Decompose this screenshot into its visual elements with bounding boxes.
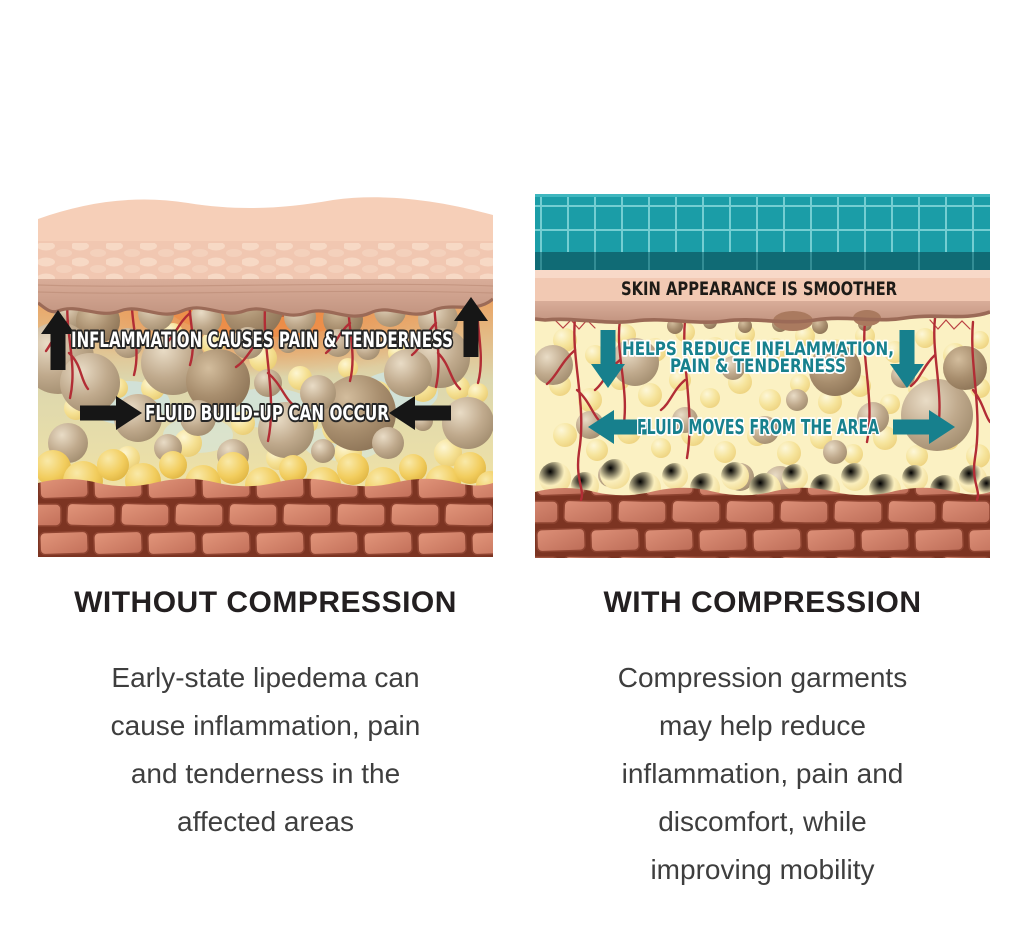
label-reduce-line1: HELPS REDUCE INFLAMMATION, bbox=[622, 339, 894, 360]
heading-with-compression: WITH COMPRESSION bbox=[603, 586, 922, 619]
black-arrows bbox=[41, 297, 488, 430]
label-fluid-buildup: FLUID BUILD-UP CAN OCCUR bbox=[145, 401, 389, 425]
label-reduce-line2: PAIN & TENDERNESS bbox=[670, 356, 846, 377]
description-line: Compression garments bbox=[617, 662, 908, 693]
annotations-with: HELPS REDUCE INFLAMMATION, PAIN & TENDER… bbox=[588, 330, 955, 444]
description-without-compression: Early-state lipedema can cause inflammat… bbox=[38, 654, 493, 846]
description-line: discomfort, while bbox=[658, 806, 867, 837]
description-line: inflammation, pain and bbox=[621, 758, 904, 789]
outward-arrow-right bbox=[893, 410, 955, 444]
caption-without-compression: WITHOUT COMPRESSION Early-state lipedema… bbox=[38, 585, 493, 846]
panel-without-compression: INFLAMMATION CAUSES PAIN & TENDERNESS FL… bbox=[38, 193, 493, 557]
description-with-compression: Compression garments may help reduce inf… bbox=[535, 654, 990, 894]
description-line: cause inflammation, pain bbox=[110, 710, 421, 741]
skin-layer: SKIN APPEARANCE IS SMOOTHER bbox=[535, 270, 990, 331]
skin-illustration-without-compression: INFLAMMATION CAUSES PAIN & TENDERNESS FL… bbox=[38, 197, 493, 557]
annotations-without: INFLAMMATION CAUSES PAIN & TENDERNESS FL… bbox=[41, 297, 488, 430]
label-inflammation: INFLAMMATION CAUSES PAIN & TENDERNESS bbox=[71, 328, 453, 352]
heading-without-compression: WITHOUT COMPRESSION bbox=[74, 586, 457, 619]
description-line: affected areas bbox=[177, 806, 354, 837]
teal-arrows bbox=[588, 330, 955, 444]
description-line: Early-state lipedema can bbox=[111, 662, 420, 693]
label-skin-smoother: SKIN APPEARANCE IS SMOOTHER bbox=[621, 278, 897, 300]
skin-layer bbox=[38, 197, 493, 318]
skin-illustration-with-compression: SKIN APPEARANCE IS SMOOTHER HELPS REDUCE… bbox=[535, 194, 990, 558]
down-arrow-left bbox=[591, 330, 625, 388]
description-line: improving mobility bbox=[650, 854, 875, 885]
muscle-layer bbox=[38, 478, 493, 557]
inward-arrow-right bbox=[389, 396, 451, 430]
garment-fabric bbox=[535, 194, 990, 252]
description-line: and tenderness in the bbox=[130, 758, 401, 789]
compression-garment bbox=[535, 194, 990, 270]
description-line: may help reduce bbox=[658, 710, 866, 741]
outward-arrow-left bbox=[588, 410, 650, 444]
up-arrow-right bbox=[454, 297, 488, 357]
label-fluid-moves: FLUID MOVES FROM THE AREA bbox=[637, 415, 879, 439]
muscle-layer bbox=[535, 487, 990, 558]
down-arrow-right bbox=[890, 330, 924, 388]
caption-with-compression: WITH COMPRESSION Compression garments ma… bbox=[535, 585, 990, 894]
inward-arrow-left bbox=[80, 396, 142, 430]
up-arrow-left bbox=[41, 310, 75, 370]
panel-with-compression: SKIN APPEARANCE IS SMOOTHER HELPS REDUCE… bbox=[535, 190, 990, 558]
